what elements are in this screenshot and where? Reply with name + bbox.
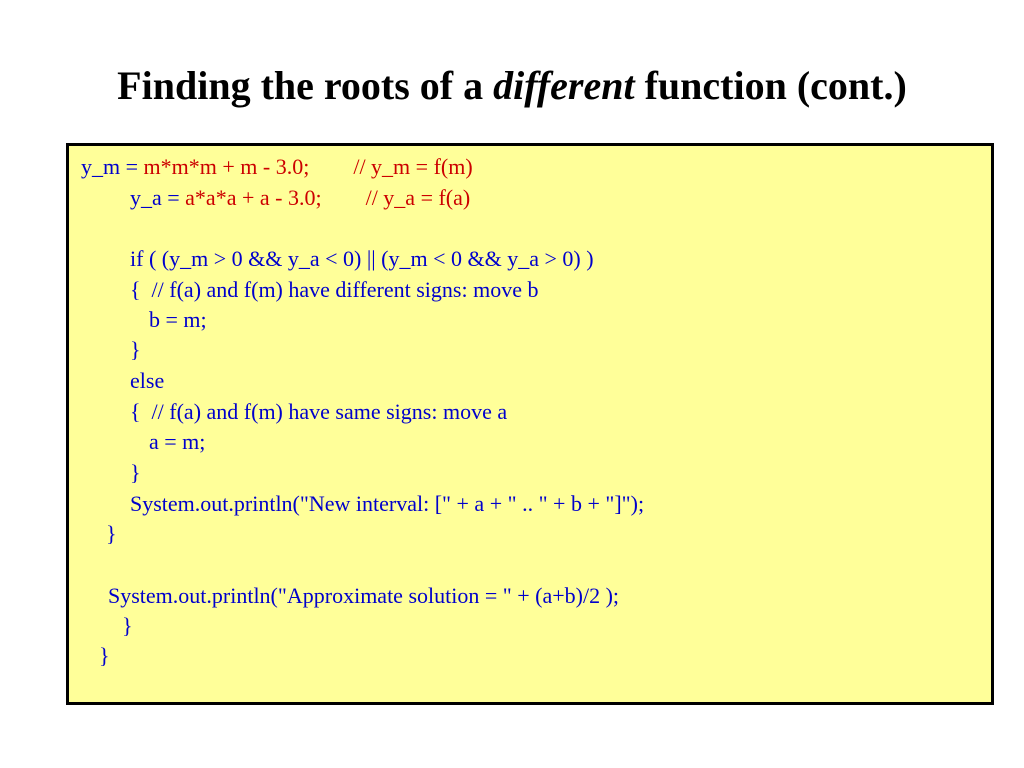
code-line-assign-a: a = m;: [149, 429, 206, 454]
code-line-open-brace-1: { // f(a) and f(m) have different signs:…: [130, 277, 539, 302]
code-ym-lhs: y_m =: [81, 154, 144, 179]
code-line-if: if ( (y_m > 0 && y_a < 0) || (y_m < 0 &&…: [130, 246, 594, 271]
title-text-end: function (cont.): [634, 63, 907, 108]
slide-title: Finding the roots of a different functio…: [0, 62, 1024, 109]
code-ym-expr: m*m*m + m - 3.0;: [143, 154, 310, 179]
code-line-close-class: }: [99, 643, 110, 668]
code-ym-comment: // y_m = f(m): [353, 154, 473, 179]
code-line-print-solution: System.out.println("Approximate solution…: [108, 583, 620, 608]
code-line-close-brace-1: }: [130, 337, 141, 362]
code-line-ym: y_m = m*m*m + m - 3.0; // y_m = f(m): [81, 154, 473, 180]
code-line-close-brace-2: }: [130, 460, 141, 485]
title-emphasis: different: [493, 63, 635, 108]
code-ym-gap: [309, 154, 353, 179]
title-text-start: Finding the roots of a: [117, 63, 494, 108]
code-ya-lhs: y_a =: [130, 185, 186, 210]
code-line-close-method: }: [122, 613, 133, 638]
code-line-assign-b: b = m;: [149, 307, 207, 332]
code-line-ya: y_a = a*a*a + a - 3.0; // y_a = f(a): [130, 185, 470, 211]
code-line-open-brace-2: { // f(a) and f(m) have same signs: move…: [130, 399, 508, 424]
code-ya-gap: [322, 185, 366, 210]
code-ya-expr: a*a*a + a - 3.0;: [185, 185, 322, 210]
code-box: y_m = m*m*m + m - 3.0; // y_m = f(m) y_a…: [66, 143, 994, 705]
code-ya-comment: // y_a = f(a): [365, 185, 471, 210]
code-line-close-loop: }: [106, 521, 117, 546]
code-line-print-interval: System.out.println("New interval: [" + a…: [130, 491, 645, 516]
code-line-else: else: [130, 368, 165, 393]
